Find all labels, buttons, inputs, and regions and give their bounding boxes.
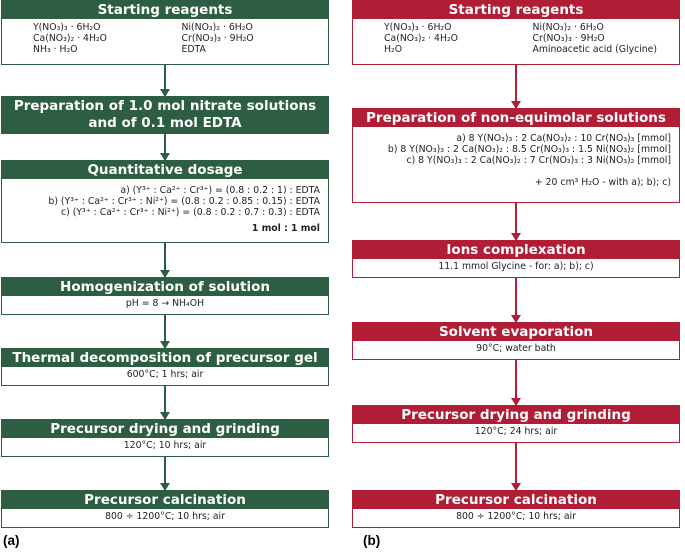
flow-arrow: [160, 457, 170, 491]
starting-reagents-title: Starting reagents: [353, 1, 679, 19]
reagents-list: Y(NO₃)₃ · 6H₂O Ni(NO₃)₂ · 6H₂O Ca(NO₃)₂ …: [2, 19, 328, 55]
flow-arrow: [511, 360, 521, 406]
reagents-list: Y(NO₃)₃ · 6H₂O Ni(NO₃)₂ · 6H₂O Ca(NO₃)₂ …: [353, 19, 679, 55]
thermal-decomposition-box: Thermal decomposition of precursor gel 6…: [1, 348, 329, 386]
flow-arrow: [511, 443, 521, 491]
dosage-line-c: c) (Y³⁺ : Ca²⁺ : Cr³⁺ : Ni²⁺) = (0.8 : 0…: [61, 207, 320, 218]
reagent-yttrium-nitrate: Y(NO₃)₃ · 6H₂O: [33, 22, 101, 33]
preparation-title: Preparation of 1.0 mol nitrate solutions…: [2, 97, 328, 133]
homogenization-title: Homogenization of solution: [2, 278, 328, 296]
reagent-calcium-nitrate: Ca(NO₃)₂ · 4H₂O: [384, 33, 458, 44]
preparation-line-b: b) 8 Y(NO₃)₃ : 2 Ca(NO₃)₂ : 8.5 Cr(NO₃)₃…: [387, 144, 671, 155]
reagent-water: H₂O: [384, 44, 403, 55]
reagent-ammonia: NH₃ · H₂O: [33, 44, 78, 55]
flow-arrow: [160, 315, 170, 349]
flow-arrow: [511, 278, 521, 323]
reagent-nickel-nitrate: Ni(NO₃)₂ · 6H₂O: [532, 22, 604, 33]
complexation-box: Ions complexation 11.1 mmol Glycine - fo…: [352, 240, 680, 278]
dosage-lines: a) (Y³⁺ : Ca²⁺ : Cr³⁺) = (0.8 : 0.2 : 1)…: [2, 179, 328, 234]
complexation-title: Ions complexation: [353, 241, 679, 259]
flow-arrow: [160, 65, 170, 97]
drying-title: Precursor drying and grinding: [2, 420, 328, 438]
flow-arrow: [160, 386, 170, 420]
evaporation-title: Solvent evaporation: [353, 323, 679, 341]
preparation-box: Preparation of 1.0 mol nitrate solutions…: [1, 96, 329, 134]
calcination-detail: 800 ÷ 1200°C; 10 hrs; air: [105, 511, 225, 522]
drying-box: Precursor drying and grinding 120°C; 24 …: [352, 405, 680, 443]
complexation-detail: 11.1 mmol Glycine - for: a); b); c): [438, 261, 594, 272]
reagent-nickel-nitrate: Ni(NO₃)₂ · 6H₂O: [181, 22, 253, 33]
preparation-line-c: c) 8 Y(NO₃)₃ : 2 Ca(NO₃)₂ : 7 Cr(NO₃)₃ :…: [406, 155, 671, 166]
drying-box: Precursor drying and grinding 120°C; 10 …: [1, 419, 329, 457]
preparation-lines: a) 8 Y(NO₃)₃ : 2 Ca(NO₃)₂ : 10 Cr(NO₃)₃ …: [353, 127, 679, 188]
drying-title: Precursor drying and grinding: [353, 406, 679, 424]
reagent-chromium-nitrate: Cr(NO₃)₃ · 9H₂O: [181, 33, 254, 44]
calcination-box: Precursor calcination 800 ÷ 1200°C; 10 h…: [1, 490, 329, 528]
dosage-title: Quantitative dosage: [2, 161, 328, 179]
homogenization-box: Homogenization of solution pH = 8 → NH₄O…: [1, 277, 329, 315]
thermal-decomposition-detail: 600°C; 1 hrs; air: [126, 369, 204, 380]
starting-reagents-title: Starting reagents: [2, 1, 328, 19]
panel-label-a: (a): [3, 533, 20, 548]
preparation-box: Preparation of non-equimolar solutions a…: [352, 108, 680, 203]
dosage-ratio: 1 mol : 1 mol: [251, 223, 320, 234]
starting-reagents-box: Starting reagents Y(NO₃)₃ · 6H₂O Ni(NO₃)…: [1, 0, 329, 65]
reagent-glycine: Aminoacetic acid (Glycine): [532, 44, 658, 55]
preparation-line-a: a) 8 Y(NO₃)₃ : 2 Ca(NO₃)₂ : 10 Cr(NO₃)₃ …: [456, 133, 671, 144]
calcination-title: Precursor calcination: [353, 491, 679, 509]
reagent-chromium-nitrate: Cr(NO₃)₃ · 9H₂O: [532, 33, 605, 44]
evaporation-detail: 90°C; water bath: [476, 343, 556, 354]
reagent-yttrium-nitrate: Y(NO₃)₃ · 6H₂O: [384, 22, 452, 33]
flow-arrow: [160, 134, 170, 161]
flow-arrow: [511, 203, 521, 241]
reagent-calcium-nitrate: Ca(NO₃)₂ · 4H₂O: [33, 33, 107, 44]
dosage-box: Quantitative dosage a) (Y³⁺ : Ca²⁺ : Cr³…: [1, 160, 329, 243]
flow-arrow: [511, 65, 521, 109]
drying-detail: 120°C; 24 hrs; air: [474, 426, 558, 437]
dosage-line-b: b) (Y³⁺ : Ca²⁺ : Cr³⁺ : Ni²⁺) = (0.8 : 0…: [48, 196, 320, 207]
reagent-edta: EDTA: [181, 44, 206, 55]
flow-arrow: [160, 243, 170, 278]
preparation-title-line1: Preparation of 1.0 mol nitrate solutions: [13, 98, 317, 114]
homogenization-detail: pH = 8 → NH₄OH: [125, 298, 205, 309]
calcination-box: Precursor calcination 800 ÷ 1200°C; 10 h…: [352, 490, 680, 528]
starting-reagents-box: Starting reagents Y(NO₃)₃ · 6H₂O Ni(NO₃)…: [352, 0, 680, 65]
preparation-note: + 20 cm³ H₂O - with a); b); c): [534, 177, 671, 188]
evaporation-box: Solvent evaporation 90°C; water bath: [352, 322, 680, 360]
preparation-title: Preparation of non-equimolar solutions: [353, 109, 679, 127]
preparation-title-line2: and of 0.1 mol EDTA: [88, 115, 242, 131]
panel-label-b: (b): [363, 533, 381, 548]
calcination-detail: 800 ÷ 1200°C; 10 hrs; air: [456, 511, 576, 522]
drying-detail: 120°C; 10 hrs; air: [123, 440, 207, 451]
thermal-decomposition-title: Thermal decomposition of precursor gel: [2, 349, 328, 367]
dosage-line-a: a) (Y³⁺ : Ca²⁺ : Cr³⁺) = (0.8 : 0.2 : 1)…: [120, 185, 320, 196]
calcination-title: Precursor calcination: [2, 491, 328, 509]
